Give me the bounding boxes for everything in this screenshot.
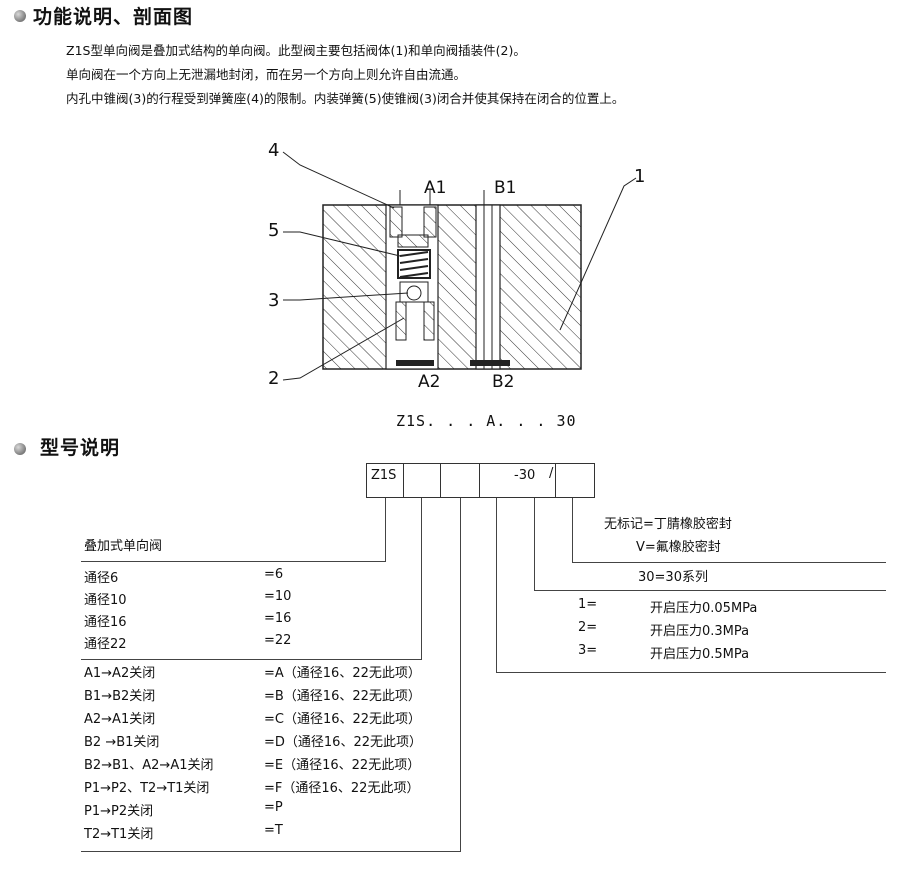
size-label: 通径16 [84,615,127,630]
closure-code: =P [264,800,283,815]
pressure-desc: 开启压力0.5MPa [650,647,750,662]
port-a2: A2 [418,372,441,392]
callout-4: 4 [268,140,280,161]
code-cell-size [403,463,441,498]
series-option: 30=30系列 [638,570,708,585]
closure-code: =A（通径16、22无此项） [264,666,421,681]
code-slash: / [549,466,554,481]
code-cell-series: -30 [479,463,556,498]
section-bullet-icon [14,10,26,22]
cross-section-diagram [282,151,637,381]
description-line-3: 内孔中锥阀(3)的行程受到弹簧座(4)的限制。内装弹簧(5)使锥阀(3)闭合并使… [66,91,625,106]
closure-label: T2→T1关闭 [84,827,154,842]
code-cell-prefix: Z1S [366,463,404,498]
code-cell-closure [440,463,480,498]
callout-5: 5 [268,220,280,241]
callout-1: 1 [634,166,646,187]
diagram-caption: Z1S. . . A. . . 30 [396,412,577,430]
section-bullet-icon [14,443,26,455]
pressure-code: 2= [578,620,598,635]
closure-label: P1→P2、T2→T1关闭 [84,781,210,796]
callout-3: 3 [268,290,280,311]
closure-code: =B（通径16、22无此项） [264,689,421,704]
closure-label: B2 →B1关闭 [84,735,160,750]
port-b2: B2 [492,372,515,392]
description-line-1: Z1S型单向阀是叠加式结构的单向阀。此型阀主要包括阀体(1)和单向阀插装件(2)… [66,43,526,58]
code-cell-seal [555,463,595,498]
pressure-desc: 开启压力0.3MPa [650,624,750,639]
closure-code: =C（通径16、22无此项） [264,712,422,727]
closure-label: B1→B2关闭 [84,689,156,704]
size-code: =6 [264,567,284,582]
closure-label: A2→A1关闭 [84,712,156,727]
callout-2: 2 [268,368,280,389]
pressure-desc: 开启压力0.05MPa [650,601,758,616]
closure-label: P1→P2关闭 [84,804,154,819]
size-code: =16 [264,611,292,626]
size-label: 通径10 [84,593,127,608]
closure-code: =T [264,823,283,838]
seal-option: 无标记=丁腈橡胶密封 [604,517,732,532]
section-title-function: 功能说明、剖面图 [33,6,194,28]
closure-label: B2→B1、A2→A1关闭 [84,758,214,773]
closure-label: A1→A2关闭 [84,666,156,681]
size-label: 通径22 [84,637,127,652]
size-code: =22 [264,633,292,648]
size-label: 通径6 [84,571,119,586]
closure-code: =F（通径16、22无此项） [264,781,420,796]
description-line-2: 单向阀在一个方向上无泄漏地封闭，而在另一个方向上则允许自由流通。 [66,67,467,82]
pressure-code: 1= [578,597,598,612]
size-code: =10 [264,589,292,604]
port-a1: A1 [424,178,447,198]
seal-option: V=氟橡胶密封 [636,540,721,555]
section-title-model: 型号说明 [40,437,121,459]
closure-code: =D（通径16、22无此项） [264,735,422,750]
type-label: 叠加式单向阀 [84,539,163,554]
port-b1: B1 [494,178,517,198]
pressure-code: 3= [578,643,598,658]
valve-body [322,190,582,370]
closure-code: =E（通径16、22无此项） [264,758,421,773]
